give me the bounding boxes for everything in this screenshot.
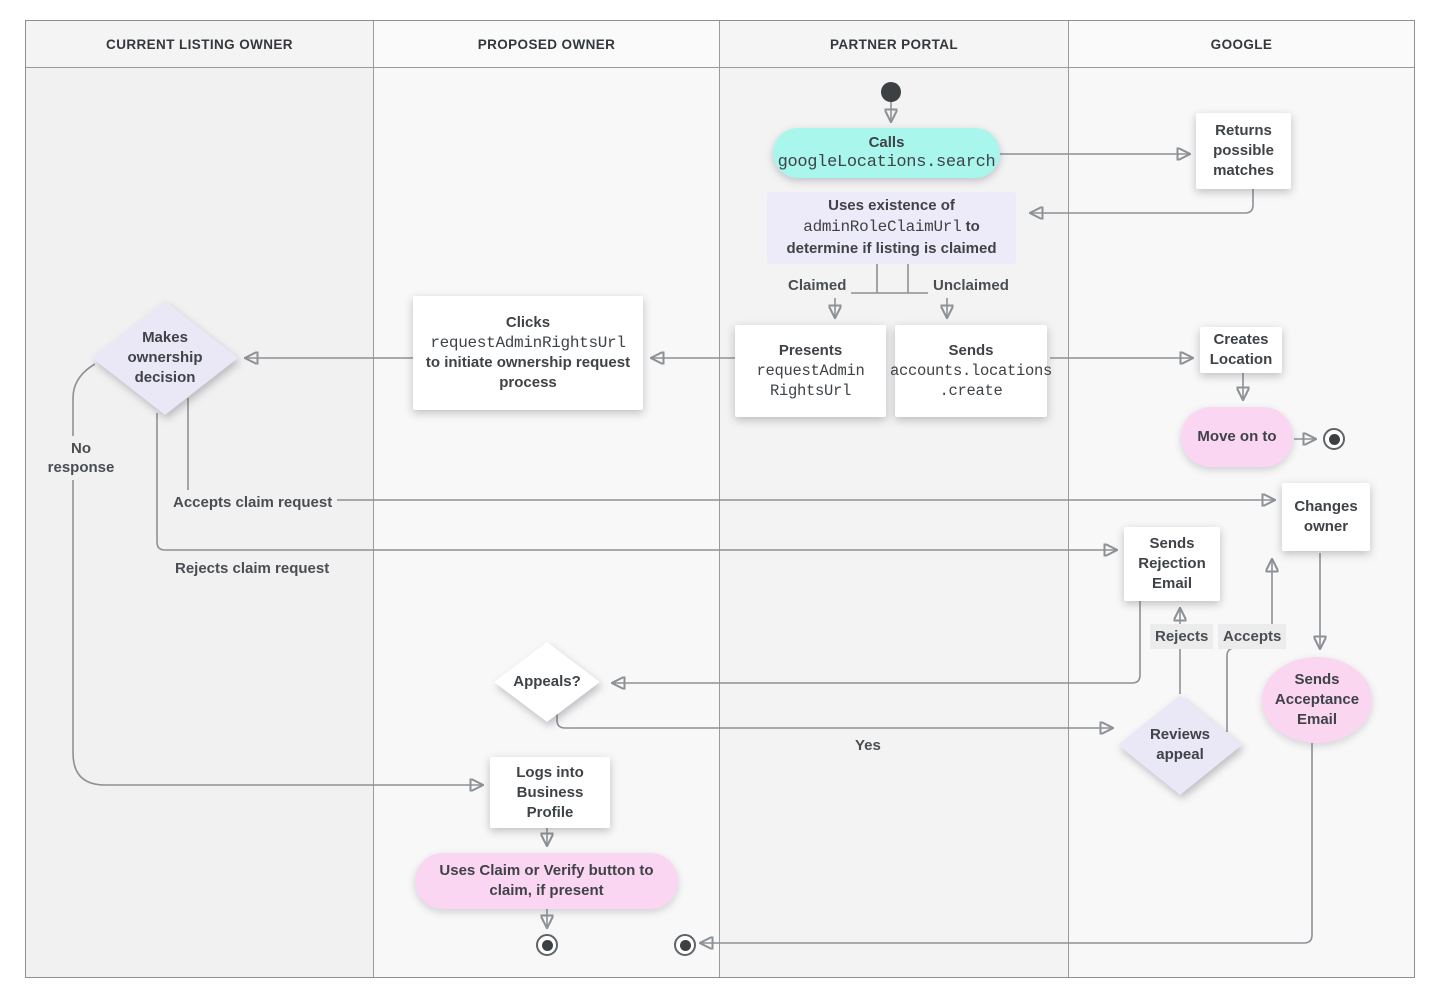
node-text: Move on to	[1197, 428, 1277, 445]
node-uses-existence-adminroleclaimurl: Uses existence of adminRoleClaimUrl to d…	[767, 192, 1016, 264]
diamond-shape: Makes ownership decision	[92, 301, 238, 415]
node-sends-accounts-locations-create: Sends accounts.locations .create	[890, 325, 1052, 417]
lane-title: PROPOSED OWNER	[477, 36, 616, 52]
node-reviews-appeal: Reviews appeal	[1118, 695, 1242, 795]
node-text: Makes ownership decision	[127, 329, 203, 386]
node-title: Calls	[868, 134, 905, 151]
node-code-line: .create	[939, 382, 1003, 400]
lane-header: PROPOSED OWNER	[374, 21, 719, 68]
node-changes-owner: Changes owner	[1282, 483, 1370, 551]
edge-label-no-response: No response	[33, 436, 129, 480]
node-title: Clicks	[505, 314, 551, 331]
node-code: googleLocations.search	[777, 153, 996, 172]
node-calls-googlelocations-search: Calls googleLocations.search	[773, 128, 1000, 178]
node-presents-requestadminrightsurl: Presents requestAdmin RightsUrl	[735, 325, 886, 417]
node-code-line: requestAdmin	[756, 362, 865, 380]
node-returns-possible-matches: Returns possible matches	[1196, 113, 1291, 189]
node-code: requestAdminRightsUrl	[430, 334, 626, 352]
node-code-line: accounts.locations	[889, 362, 1053, 380]
node-title: Presents	[778, 342, 843, 359]
node-text-mid: to	[961, 218, 980, 235]
node-creates-location: Creates Location	[1200, 327, 1282, 373]
end-node-partner-portal	[674, 934, 696, 956]
node-text: Returns possible matches	[1213, 122, 1274, 179]
start-node	[881, 82, 901, 102]
node-text-post: determine if listing is claimed	[786, 240, 997, 257]
edge-label-rejects: Rejects	[1150, 624, 1214, 649]
edge-label-accepts: Accepts	[1218, 624, 1287, 649]
node-text-pre: Uses existence of	[828, 197, 955, 214]
node-text: Sends Rejection Email	[1138, 535, 1206, 592]
edge-label-accepts-claim-request: Accepts claim request	[168, 490, 338, 515]
lane-header: PARTNER PORTAL	[720, 21, 1068, 68]
end-node-dot	[1328, 433, 1340, 445]
lane-partner-portal: PARTNER PORTAL	[720, 21, 1069, 977]
node-move-on-to: Move on to	[1181, 407, 1293, 467]
lane-title: GOOGLE	[1210, 36, 1273, 52]
node-makes-ownership-decision: Makes ownership decision	[92, 301, 238, 415]
node-text-rest: to initiate ownership request process	[425, 354, 631, 391]
node-clicks-requestadminrightsurl: Clicks requestAdminRightsUrl to initiate…	[413, 296, 643, 410]
node-sends-acceptance-email: Sends Acceptance Email	[1262, 657, 1372, 743]
end-node-proposed-owner	[536, 934, 558, 956]
edge-label-rejects-claim-request: Rejects claim request	[170, 556, 335, 581]
node-text: Sends Acceptance Email	[1274, 671, 1360, 728]
node-text: Changes owner	[1294, 498, 1358, 535]
edge-label-unclaimed: Unclaimed	[928, 273, 1014, 298]
lane-header: CURRENT LISTING OWNER	[26, 21, 373, 68]
node-text: Creates Location	[1209, 331, 1273, 368]
end-node-dot	[541, 939, 553, 951]
node-logs-into-business-profile: Logs into Business Profile	[490, 757, 610, 828]
diamond-shape: Appeals?	[494, 642, 600, 722]
node-text: Logs into Business Profile	[516, 763, 584, 821]
node-appeals-decision: Appeals?	[494, 642, 600, 722]
node-title: Sends	[948, 342, 994, 359]
node-text: Uses Claim or Verify button to claim, if…	[439, 862, 654, 899]
node-text: Reviews appeal	[1149, 726, 1211, 763]
end-node-dot	[679, 939, 691, 951]
node-sends-rejection-email: Sends Rejection Email	[1124, 527, 1220, 601]
diamond-shape: Reviews appeal	[1118, 695, 1242, 795]
edge-label-yes: Yes	[850, 733, 886, 758]
lane-header: GOOGLE	[1069, 21, 1414, 68]
node-code: adminRoleClaimUrl	[803, 218, 962, 236]
node-code-line: RightsUrl	[769, 382, 851, 400]
end-node-google	[1323, 428, 1345, 450]
edge-label-claimed: Claimed	[783, 273, 852, 298]
lane-title: CURRENT LISTING OWNER	[106, 36, 293, 52]
node-text: Appeals?	[513, 673, 581, 690]
node-uses-claim-or-verify-button: Uses Claim or Verify button to claim, if…	[415, 853, 678, 909]
lane-title: PARTNER PORTAL	[829, 36, 959, 52]
